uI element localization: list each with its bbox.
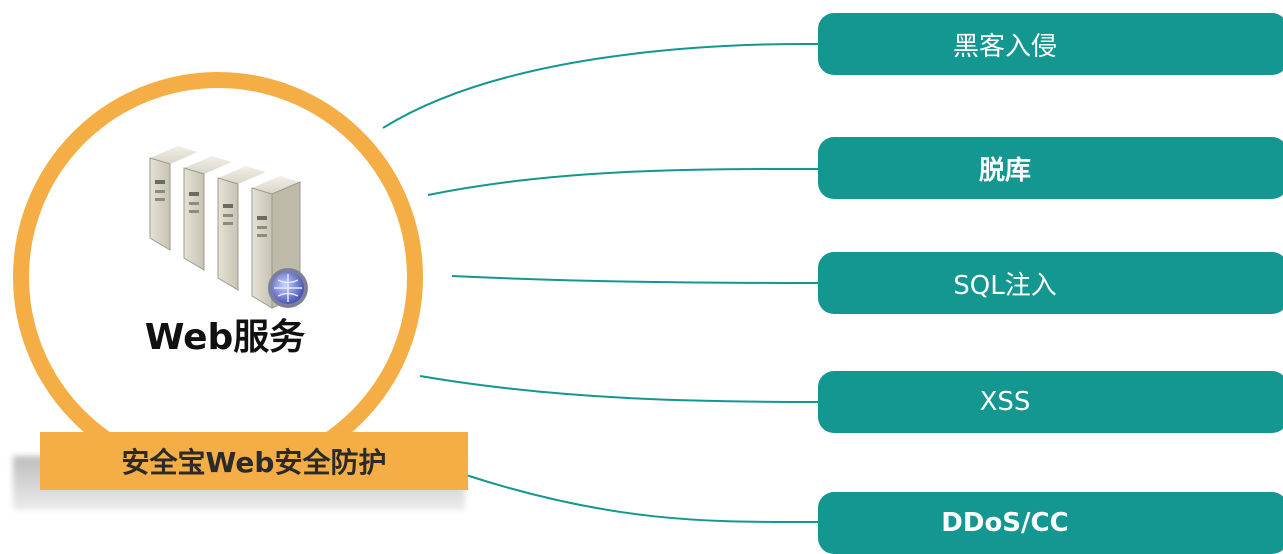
connector-line-5: [466, 475, 820, 522]
connector-line-3: [452, 276, 820, 283]
server-rack-icon: [138, 138, 328, 318]
threat-box-xss: XSS: [818, 371, 1283, 433]
threat-box-sql-injection: SQL注入: [818, 252, 1283, 314]
connector-line-2: [428, 169, 820, 195]
connector-line-4: [420, 376, 820, 402]
hub-title: Web服务: [130, 308, 320, 360]
threat-label: XSS: [818, 387, 1192, 417]
threat-label: SQL注入: [818, 265, 1192, 302]
threat-label: DDoS/CC: [818, 508, 1192, 538]
threat-label: 脱库: [818, 150, 1192, 187]
threat-box-hacker-intrusion: 黑客入侵: [818, 13, 1283, 75]
connector-line-1: [383, 44, 820, 128]
threat-box-ddos-cc: DDoS/CC: [818, 492, 1283, 554]
threat-label: 黑客入侵: [818, 26, 1192, 63]
protection-banner: 安全宝Web安全防护: [40, 432, 468, 490]
threat-box-database-dump: 脱库: [818, 137, 1283, 199]
